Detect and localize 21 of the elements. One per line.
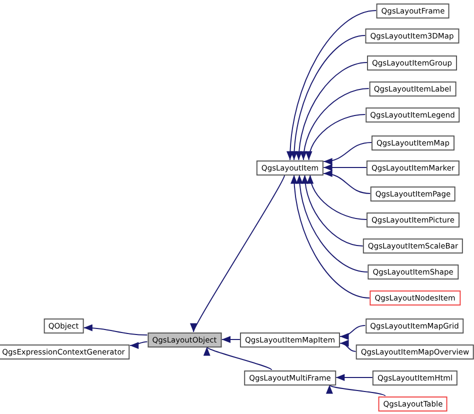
- inheritance-arrow: [83, 324, 148, 336]
- inheritance-arrow: [192, 174, 286, 332]
- inheritance-arrow: [286, 10, 377, 160]
- inheritance-arrow: [306, 114, 366, 160]
- inheritance-arrow: [323, 164, 367, 171]
- inheritance-arrow: [340, 340, 356, 352]
- inheritance-arrow: [323, 142, 372, 164]
- inheritance-arrow: [340, 325, 366, 340]
- inheritance-arrow: [290, 35, 366, 160]
- inheritance-arrow: [296, 174, 368, 272]
- inheritance-arrow: [206, 346, 272, 370]
- inheritance-arrow: [335, 374, 373, 381]
- inheritance-arrow: [300, 88, 370, 160]
- inheritance-arrow: [308, 174, 368, 220]
- inheritance-arrow: [129, 341, 148, 349]
- inheritance-arrow: [302, 174, 364, 246]
- inheritance-arrow: [221, 336, 240, 343]
- inheritance-arrow: [290, 174, 370, 298]
- inheritance-arrow: [323, 170, 371, 194]
- inheritance-arrow: [296, 62, 368, 160]
- inheritance-arrow: [328, 384, 386, 396]
